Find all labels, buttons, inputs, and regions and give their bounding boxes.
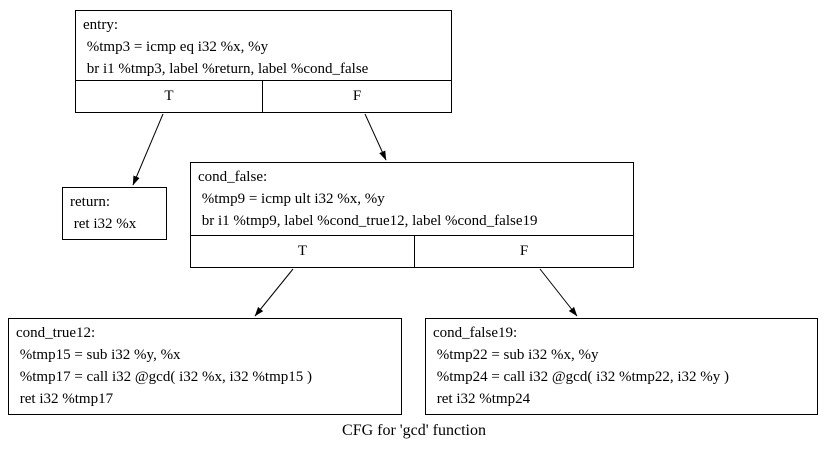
edge-cond-false-false-to-cond-false19: [539, 268, 578, 317]
node-entry-code: entry: %tmp3 = icmp eq i32 %x, %y br i1 …: [76, 11, 451, 80]
node-cond-true12: cond_true12: %tmp15 = sub i32 %y, %x %tm…: [8, 318, 402, 415]
code-line: cond_false19:: [433, 325, 518, 341]
node-cond-false-branch-row: T F: [191, 235, 633, 267]
code-line: %tmp3 = icmp eq i32 %x, %y: [83, 39, 269, 55]
diagram-caption: CFG for 'gcd' function: [342, 422, 486, 439]
node-return: return: ret i32 %x: [62, 187, 167, 240]
code-line: cond_true12:: [16, 325, 96, 341]
entry-false-branch-label: F: [352, 88, 362, 104]
code-line: %tmp9 = icmp ult i32 %x, %y: [198, 191, 385, 207]
code-line: %tmp15 = sub i32 %y, %x: [16, 347, 181, 363]
cond-false-true-branch-label: T: [191, 236, 415, 267]
code-line: %tmp22 = sub i32 %x, %y: [433, 347, 599, 363]
code-line: entry:: [83, 17, 118, 33]
node-cond-true12-code: cond_true12: %tmp15 = sub i32 %y, %x %tm…: [9, 319, 401, 414]
cond-false-false-branch-label: F: [519, 243, 529, 259]
code-line: %tmp17 = call i32 @gcd( i32 %x, i32 %tmp…: [16, 369, 312, 385]
code-line: ret i32 %x: [70, 216, 137, 232]
node-cond-false19: cond_false19: %tmp22 = sub i32 %x, %y %t…: [425, 318, 818, 415]
code-line: ret i32 %tmp17: [16, 391, 114, 407]
code-line: return:: [70, 194, 110, 210]
code-line: br i1 %tmp3, label %return, label %cond_…: [83, 61, 369, 77]
entry-true-branch-label: T: [76, 81, 263, 112]
edge-entry-true-to-return: [132, 113, 164, 186]
node-cond-false: cond_false: %tmp9 = icmp ult i32 %x, %y …: [190, 162, 634, 268]
edge-cond-false-true-to-cond-true12: [254, 268, 294, 317]
code-line: ret i32 %tmp24: [433, 391, 531, 407]
node-return-code: return: ret i32 %x: [63, 188, 166, 239]
node-cond-false19-code: cond_false19: %tmp22 = sub i32 %x, %y %t…: [426, 319, 817, 414]
node-entry-branch-row: T F: [76, 80, 451, 112]
code-line: %tmp24 = call i32 @gcd( i32 %tmp22, i32 …: [433, 369, 729, 385]
node-entry: entry: %tmp3 = icmp eq i32 %x, %y br i1 …: [75, 10, 452, 113]
edge-entry-false-to-cond-false: [364, 113, 387, 161]
node-cond-false-code: cond_false: %tmp9 = icmp ult i32 %x, %y …: [191, 163, 633, 235]
code-line: br i1 %tmp9, label %cond_true12, label %…: [198, 213, 538, 229]
code-line: cond_false:: [198, 169, 268, 185]
